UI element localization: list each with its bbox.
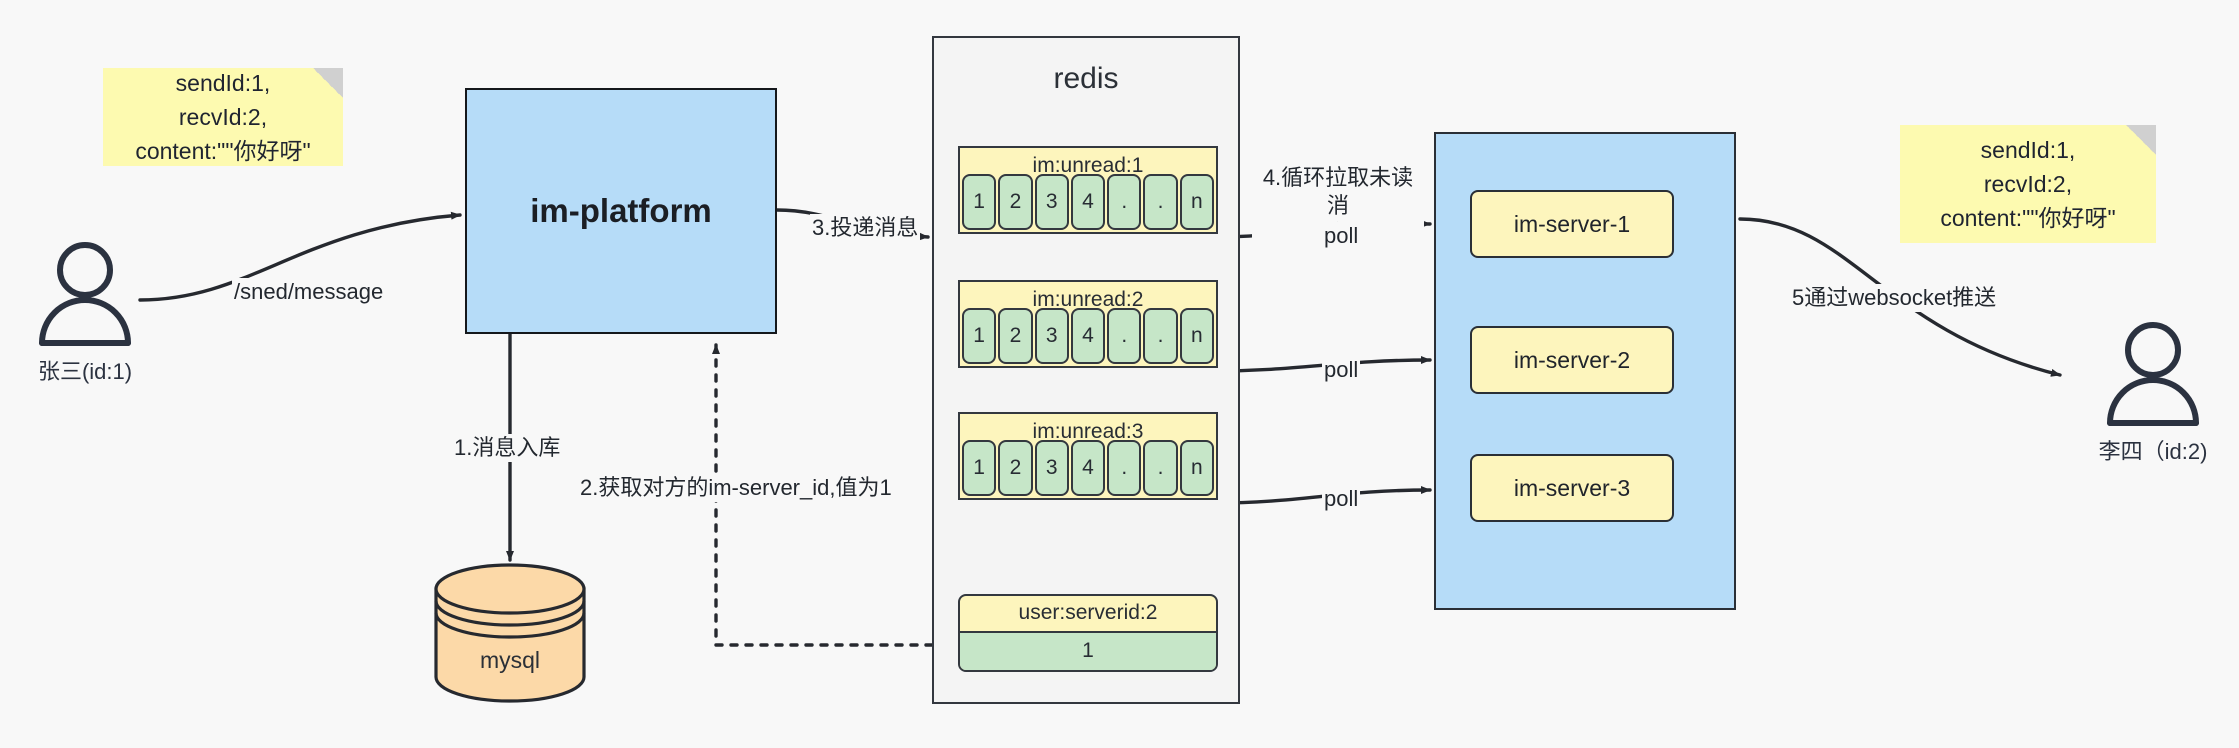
redis-cell: n bbox=[1179, 440, 1214, 496]
redis-container: redis im:unread:1 1 2 3 4 . . n im:unrea… bbox=[932, 36, 1240, 704]
redis-cell: n bbox=[1179, 308, 1214, 364]
im-server-1-box[interactable]: im-server-1 bbox=[1470, 190, 1674, 258]
redis-list-cells: 1 2 3 4 . . n bbox=[960, 308, 1216, 366]
im-server-1-label: im-server-1 bbox=[1513, 210, 1631, 237]
im-server-3-box[interactable]: im-server-3 bbox=[1470, 454, 1674, 522]
redis-cell: 3 bbox=[1034, 440, 1069, 496]
note-fold-corner bbox=[2126, 125, 2156, 155]
redis-kv-value: 1 bbox=[960, 630, 1216, 670]
edge-label-step4: 4.循环拉取未读消 息 bbox=[1252, 164, 1424, 248]
edge-label-poll-2: poll bbox=[1322, 356, 1361, 384]
redis-cell: 1 bbox=[962, 440, 997, 496]
edge-label-step2: 2.获取对方的im-server_id,值为1 bbox=[578, 474, 894, 502]
im-server-3-label: im-server-3 bbox=[1513, 474, 1631, 501]
edge-label-send-message: /sned/message bbox=[232, 278, 386, 306]
sticky-note-left-text: sendId:1, recvId:2, content:""你好呀" bbox=[135, 70, 311, 164]
user-icon bbox=[39, 242, 131, 346]
database-cylinder-icon bbox=[434, 563, 586, 703]
mysql-label: mysql bbox=[479, 647, 541, 673]
redis-cell: 1 bbox=[962, 174, 997, 230]
redis-cell: 4 bbox=[1070, 174, 1106, 230]
redis-cell: . bbox=[1143, 174, 1178, 230]
redis-cell: 4 bbox=[1070, 440, 1106, 496]
redis-cell: 2 bbox=[998, 308, 1033, 364]
im-platform-box[interactable]: im-platform bbox=[465, 88, 777, 334]
edge-label-step1: 1.消息入库 bbox=[452, 434, 563, 462]
redis-cell: 1 bbox=[962, 308, 997, 364]
redis-cell: . bbox=[1107, 308, 1142, 364]
redis-list-im-unread-1[interactable]: im:unread:1 1 2 3 4 . . n bbox=[958, 146, 1218, 234]
im-server-2-label: im-server-2 bbox=[1513, 346, 1631, 373]
redis-cell: . bbox=[1143, 440, 1178, 496]
redis-cell: 2 bbox=[998, 440, 1033, 496]
redis-cell: 3 bbox=[1034, 174, 1069, 230]
redis-kv-key: user:serverid:2 bbox=[1018, 601, 1158, 625]
redis-list-im-unread-3[interactable]: im:unread:3 1 2 3 4 . . n bbox=[958, 412, 1218, 500]
redis-list-key: im:unread:1 bbox=[1032, 154, 1144, 177]
redis-cell: 2 bbox=[998, 174, 1033, 230]
edge-label-step3: 3.投递消息 bbox=[810, 214, 921, 242]
redis-cell: . bbox=[1107, 440, 1142, 496]
mysql-database[interactable]: mysql bbox=[430, 563, 590, 703]
im-platform-label: im-platform bbox=[530, 192, 712, 229]
actor-sender: 张三(id:1) bbox=[25, 238, 145, 384]
im-server-2-box[interactable]: im-server-2 bbox=[1470, 326, 1674, 394]
redis-list-key: im:unread:2 bbox=[1032, 288, 1144, 311]
sticky-note-right-text: sendId:1, recvId:2, content:""你好呀" bbox=[1940, 137, 2116, 231]
im-server-cluster: im-server-1 im-server-2 im-server-3 bbox=[1434, 132, 1736, 610]
edge-label-step5: 5通过websocket推送 bbox=[1790, 284, 1999, 312]
redis-cell: 4 bbox=[1070, 308, 1106, 364]
redis-list-key: im:unread:3 bbox=[1032, 420, 1144, 443]
redis-list-cells: 1 2 3 4 . . n bbox=[960, 440, 1216, 498]
redis-cell: 3 bbox=[1034, 308, 1069, 364]
actor-receiver-label: 李四（id:2) bbox=[2098, 439, 2208, 464]
redis-cell: n bbox=[1179, 174, 1214, 230]
redis-cell: . bbox=[1143, 308, 1178, 364]
sticky-note-right: sendId:1, recvId:2, content:""你好呀" bbox=[1900, 125, 2156, 243]
redis-list-cells: 1 2 3 4 . . n bbox=[960, 174, 1216, 232]
edge-label-poll-3: poll bbox=[1322, 485, 1361, 513]
sticky-note-left: sendId:1, recvId:2, content:""你好呀" bbox=[103, 68, 343, 166]
actor-receiver: 李四（id:2) bbox=[2093, 318, 2213, 464]
user-icon bbox=[2107, 322, 2199, 426]
redis-list-im-unread-2[interactable]: im:unread:2 1 2 3 4 . . n bbox=[958, 280, 1218, 368]
redis-title: redis bbox=[1053, 62, 1119, 95]
actor-sender-label: 张三(id:1) bbox=[37, 359, 133, 384]
redis-key-user-serverid[interactable]: user:serverid:2 1 bbox=[958, 594, 1218, 672]
redis-cell: . bbox=[1107, 174, 1142, 230]
note-fold-corner bbox=[313, 68, 343, 98]
edge-label-poll-1: poll bbox=[1322, 222, 1361, 250]
